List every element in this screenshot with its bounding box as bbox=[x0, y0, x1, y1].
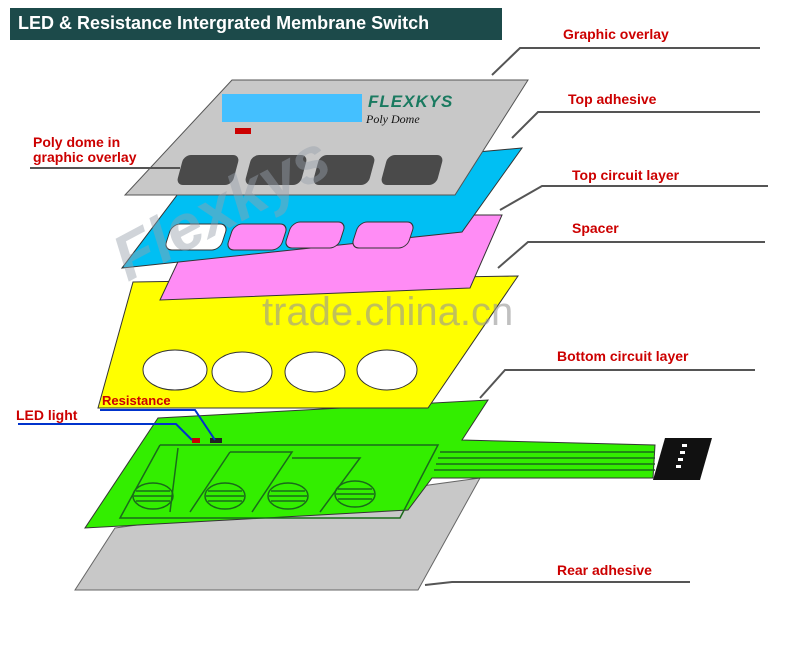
label-poly-dome-line1: Poly dome in bbox=[33, 134, 121, 150]
bottom-circuit-layer bbox=[84, 399, 712, 529]
led-component bbox=[192, 438, 200, 443]
label-resistance: Resistance bbox=[102, 393, 171, 408]
display-window bbox=[222, 94, 362, 122]
label-bottom-circuit-layer: Bottom circuit layer bbox=[557, 348, 689, 364]
resistor-component bbox=[210, 438, 222, 443]
watermark-text: trade.china.cn bbox=[262, 290, 514, 334]
label-rear-adhesive: Rear adhesive bbox=[557, 562, 652, 578]
led-wire bbox=[18, 423, 193, 441]
page-title: LED & Resistance Intergrated Membrane Sw… bbox=[18, 13, 430, 33]
label-poly-dome-line2: graphic overlay bbox=[33, 149, 137, 165]
contact-pads bbox=[132, 480, 376, 510]
dome-key bbox=[177, 155, 239, 185]
brand-subtitle: Poly Dome bbox=[366, 112, 420, 126]
label-top-circuit-layer: Top circuit layer bbox=[572, 167, 680, 183]
title-bar bbox=[10, 8, 502, 40]
resistance-wire bbox=[100, 409, 216, 441]
graphic-overlay-layer bbox=[123, 79, 529, 196]
dome-key bbox=[245, 155, 307, 185]
indicator-led-window bbox=[235, 128, 251, 134]
brand-logo: FLEXKYS bbox=[368, 92, 454, 111]
label-top-adhesive: Top adhesive bbox=[568, 91, 657, 107]
dome-key bbox=[313, 155, 375, 185]
leader-lines bbox=[30, 47, 768, 586]
dome-key bbox=[381, 155, 443, 185]
label-led-light: LED light bbox=[16, 407, 78, 423]
label-graphic-overlay: Graphic overlay bbox=[563, 26, 669, 42]
label-spacer: Spacer bbox=[572, 220, 619, 236]
